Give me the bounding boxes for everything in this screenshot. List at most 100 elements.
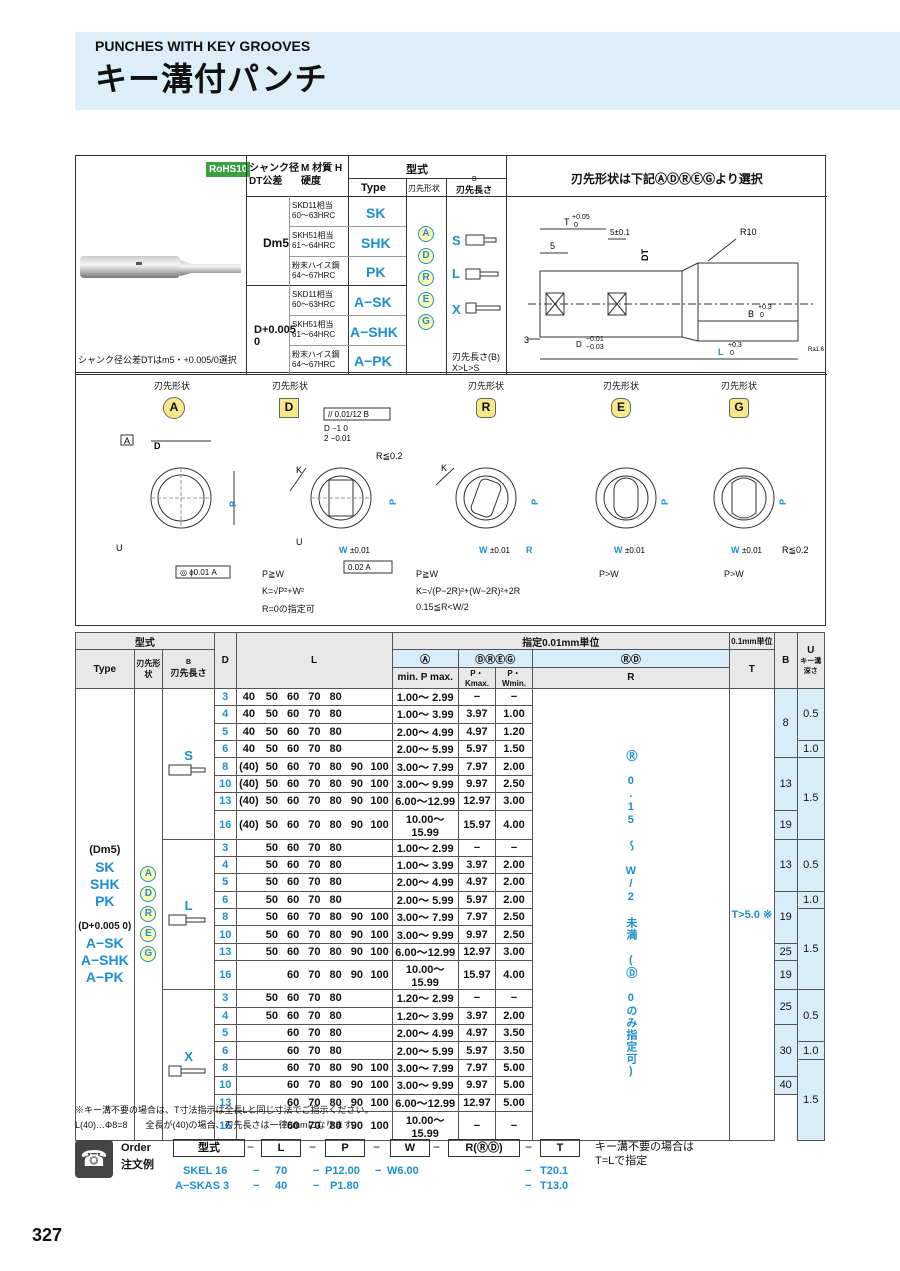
u-cell: 0.5 bbox=[796, 838, 826, 892]
pw-cell: − bbox=[495, 687, 533, 707]
svg-text:3: 3 bbox=[524, 335, 529, 345]
l-cell: (40) bbox=[236, 809, 262, 840]
l-cell: 70 bbox=[303, 855, 326, 875]
svg-text:L: L bbox=[718, 347, 724, 357]
svg-text:K: K bbox=[441, 463, 447, 473]
l-cell bbox=[367, 1024, 393, 1043]
l-cell: 80 bbox=[325, 873, 347, 892]
page-header: PUNCHES WITH KEY GROOVES キー溝付パンチ bbox=[75, 32, 900, 110]
l-cell bbox=[346, 890, 368, 910]
pk-cell: 15.97 bbox=[457, 960, 497, 991]
l-cell: 80 bbox=[325, 989, 347, 1008]
shape-circle-r: R bbox=[140, 906, 157, 923]
pw-cell: 2.00 bbox=[495, 855, 533, 875]
th-unit001: 指定0.01mm単位 bbox=[391, 631, 730, 651]
l-cell bbox=[346, 873, 368, 892]
l-cell: 70 bbox=[303, 925, 326, 944]
material-1: SKH51相当 61〜64HRC bbox=[292, 231, 336, 250]
l-cell bbox=[346, 838, 368, 857]
l-cell: 100 bbox=[367, 942, 393, 962]
page-number: 327 bbox=[32, 1225, 63, 1245]
l-cell: 90 bbox=[346, 809, 368, 840]
title-jp: キー溝付パンチ bbox=[95, 61, 328, 97]
l-cell: 100 bbox=[367, 774, 393, 794]
l-cell: 50 bbox=[261, 792, 283, 811]
svg-text:P: P bbox=[228, 501, 238, 507]
pk-cell: 4.97 bbox=[457, 722, 497, 741]
d-cell: 13 bbox=[213, 792, 237, 811]
l-cell: 70 bbox=[303, 722, 326, 741]
th-t: T bbox=[728, 649, 775, 689]
l-cell: 70 bbox=[303, 1076, 326, 1095]
l-cell: 50 bbox=[261, 687, 283, 707]
p-cell: 10.00〜15.99 bbox=[391, 1110, 459, 1141]
l-cell: 60 bbox=[282, 1076, 304, 1095]
th-pk: P・Kmax. bbox=[457, 666, 497, 689]
order-label-jp: 注文例 bbox=[121, 1159, 154, 1171]
top-spec-box: RoHS10 シャンク径公差DTはm5・+0.005/0選択 シャンク径DT公差… bbox=[75, 155, 827, 375]
l-cell: 80 bbox=[325, 739, 347, 759]
pk-cell: − bbox=[457, 838, 497, 857]
d-cell: 8 bbox=[213, 757, 237, 776]
u-cell: 1.0 bbox=[796, 739, 826, 759]
type-a-sk: A−SK bbox=[354, 294, 392, 310]
l-cell: 70 bbox=[303, 1006, 326, 1026]
l-cell: 50 bbox=[261, 705, 283, 724]
p-cell: 2.00〜 4.99 bbox=[391, 722, 459, 741]
type-a-pk: A−PK bbox=[354, 353, 392, 369]
pk-cell: 5.97 bbox=[457, 739, 497, 759]
l-cell: 40 bbox=[236, 739, 262, 759]
shapes-drawing: D A P U ◎ ϕ0.01 A // 0.01/12 B D −1 02 −… bbox=[116, 407, 809, 579]
note-e-0: P>W bbox=[599, 569, 619, 579]
pw-cell: 4.00 bbox=[495, 809, 533, 840]
l-cell: 60 bbox=[282, 809, 304, 840]
u-cell: 1.5 bbox=[796, 1058, 826, 1141]
l-cell: 50 bbox=[261, 989, 283, 1008]
col-len-sup: B bbox=[472, 176, 477, 183]
l-cell: 90 bbox=[346, 792, 368, 811]
d-cell: 4 bbox=[213, 705, 237, 724]
th-u-sub: キー溝深さ bbox=[800, 657, 822, 675]
pw-cell: 1.20 bbox=[495, 722, 533, 741]
pk-cell: 9.97 bbox=[457, 1076, 497, 1095]
p-cell: 3.00〜 7.99 bbox=[391, 757, 459, 776]
order-head-t: T bbox=[540, 1139, 580, 1157]
l-cell bbox=[236, 908, 262, 927]
d-cell: 3 bbox=[213, 989, 237, 1008]
len-x: X bbox=[452, 302, 461, 317]
l-cell: 80 bbox=[325, 942, 347, 962]
b-cell: 25 bbox=[773, 989, 798, 1026]
l-cell: 70 bbox=[303, 705, 326, 724]
l-cell bbox=[346, 739, 368, 759]
pk-cell: 3.97 bbox=[457, 705, 497, 724]
type-a-shk: A−SHK bbox=[350, 324, 398, 340]
l-cell: 80 bbox=[325, 722, 347, 741]
col-type-head: Type bbox=[361, 182, 386, 194]
d-cell: 10 bbox=[213, 774, 237, 794]
note-r-1: K=√(P−2R)²+(W−2R)²+2R bbox=[416, 586, 521, 596]
th-b: B bbox=[773, 632, 798, 689]
p-cell: 1.20〜 2.99 bbox=[391, 989, 459, 1008]
d-cell: 4 bbox=[213, 1006, 237, 1026]
len-l: L bbox=[452, 266, 460, 281]
l-cell: 50 bbox=[261, 908, 283, 927]
order-head-katashiki: 型式 bbox=[173, 1139, 245, 1157]
l-cell: 60 bbox=[282, 1093, 304, 1112]
l-cell: 60 bbox=[282, 792, 304, 811]
l-cell bbox=[346, 687, 368, 707]
l-cell: 50 bbox=[261, 838, 283, 857]
l-cell bbox=[236, 855, 262, 875]
pk-cell: 3.97 bbox=[457, 855, 497, 875]
svg-text:D: D bbox=[154, 441, 161, 451]
l-cell: 80 bbox=[325, 855, 347, 875]
svg-text:W: W bbox=[731, 545, 740, 555]
d-cell: 6 bbox=[213, 890, 237, 910]
svg-text:0.02 A: 0.02 A bbox=[348, 563, 371, 572]
material-3: SKD11相当 60〜63HRC bbox=[292, 290, 336, 309]
l-cell: 90 bbox=[346, 1093, 368, 1112]
